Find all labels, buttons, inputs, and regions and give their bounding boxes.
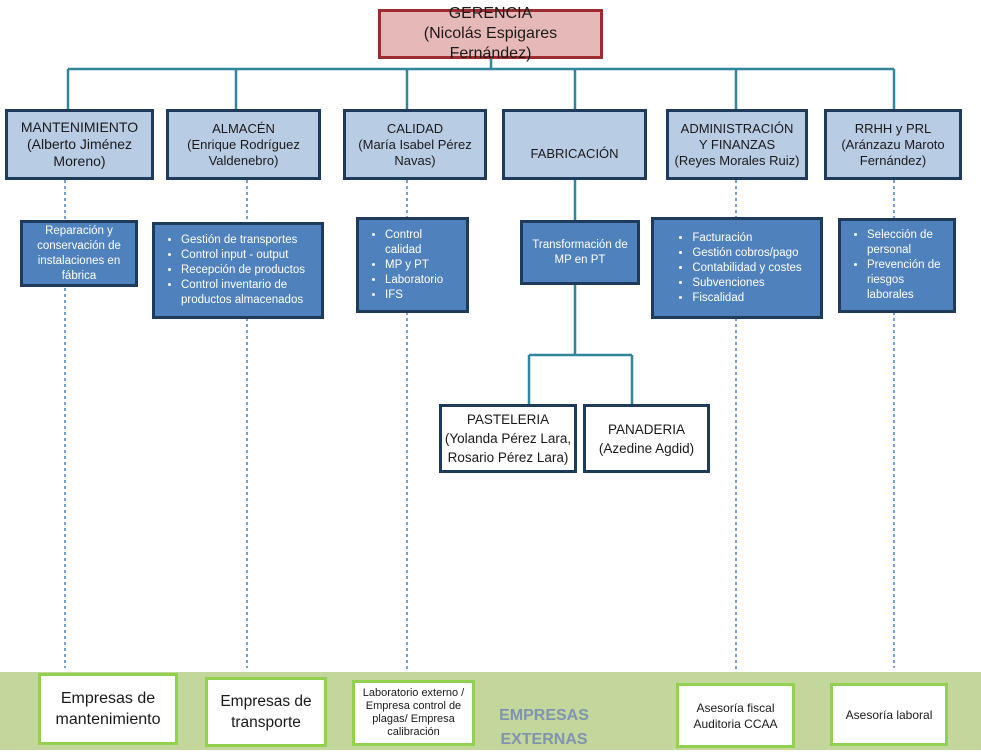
func-mantenimiento: Reparación y conservación de instalacion… — [20, 220, 138, 287]
func-item: Subvenciones — [692, 276, 801, 291]
func-list: Gestión de transportes Control input - o… — [155, 233, 321, 308]
func-item: IFS — [385, 288, 460, 303]
gerencia-title: GERENCIA — [448, 5, 533, 22]
dept-person: (Aránzazu Maroto — [841, 136, 945, 152]
func-item: Recepción de productos — [181, 263, 315, 278]
dept-person: Navas) — [394, 152, 436, 168]
sub-person: (Azedine Agdid) — [598, 440, 695, 456]
dept-person: (Reyes Morales Ruiz) — [674, 152, 800, 168]
func-item: Gestión cobros/pago — [692, 246, 801, 261]
dept-fabricacion: FABRICACIÓN — [502, 109, 647, 180]
ext-line: calibración — [387, 726, 440, 738]
gerencia-person: (Nicolás Espigares Fernández) — [423, 25, 558, 62]
func-list: Facturación Gestión cobros/pago Contabil… — [666, 231, 807, 306]
func-text: Reparación y conservación de instalacion… — [37, 224, 121, 282]
dept-name: ALMACÉN — [212, 120, 275, 136]
sub-panaderia: PANADERIA (Azedine Agdid) — [583, 404, 710, 473]
func-rrhh: Selección de personal Prevención de ries… — [838, 218, 956, 313]
dept-person: (Enrique Rodríguez — [187, 136, 300, 152]
func-administracion: Facturación Gestión cobros/pago Contabil… — [651, 217, 823, 319]
ext-line: Asesoría fiscal — [696, 700, 775, 715]
ext-line: Empresas de — [60, 690, 156, 707]
dept-almacen: ALMACÉN (Enrique Rodríguez Valdenebro) — [166, 109, 321, 180]
sub-pasteleria: PASTELERIA (Yolanda Pérez Lara, Rosario … — [439, 404, 577, 473]
sub-person: Rosario Pérez Lara) — [447, 450, 569, 465]
func-list: Control calidad MP y PT Laboratorio IFS — [359, 228, 466, 303]
external-laboratorio: Laboratorio externo / Empresa control de… — [352, 680, 475, 746]
func-item: Control input - output — [181, 248, 315, 263]
ext-line: Empresas de — [220, 693, 312, 710]
func-item: Prevención de riesgos laborales — [867, 258, 947, 303]
func-item: Contabilidad y costes — [692, 261, 801, 276]
func-item: Fiscalidad — [692, 291, 801, 306]
dept-person: (María Isabel Pérez — [358, 136, 472, 152]
dept-mantenimiento: MANTENIMIENTO (Alberto Jiménez Moreno) — [5, 109, 154, 180]
func-item: Selección de personal — [867, 228, 947, 258]
sub-name: PASTELERIA — [466, 412, 550, 427]
gerencia-box: GERENCIA (Nicolás Espigares Fernández) — [378, 5, 603, 62]
func-fabricacion: Transformación de MP en PT — [520, 220, 640, 285]
dept-administracion: ADMINISTRACIÓN Y FINANZAS (Reyes Morales… — [666, 109, 808, 180]
dept-name: CALIDAD — [386, 120, 444, 136]
func-almacen: Gestión de transportes Control input - o… — [152, 222, 324, 319]
dept-person: Moreno) — [53, 153, 106, 169]
ext-label-line: EMPRESAS — [499, 707, 589, 724]
dept-rrhh: RRHH y PRL (Aránzazu Maroto Fernández) — [824, 109, 962, 180]
func-calidad: Control calidad MP y PT Laboratorio IFS — [356, 217, 469, 313]
external-asesoria-laboral: Asesoría laboral — [830, 683, 948, 746]
func-item: Facturación — [692, 231, 801, 246]
ext-line: Empresa control de — [365, 700, 462, 712]
sub-name: PANADERIA — [607, 421, 686, 437]
external-label: EMPRESAS EXTERNAS — [474, 704, 614, 752]
ext-line: plagas/ Empresa — [372, 713, 455, 725]
external-transporte: Empresas de transporte — [205, 677, 327, 747]
ext-label-line: EXTERNAS — [500, 731, 588, 748]
func-item: Control calidad — [385, 228, 460, 258]
dept-person: Fernández) — [859, 152, 927, 168]
func-item: Gestión de transportes — [181, 233, 315, 248]
external-mantenimiento: Empresas de mantenimiento — [38, 673, 178, 745]
sub-person: (Yolanda Pérez Lara, — [444, 431, 572, 446]
dept-person: Valdenebro) — [208, 152, 279, 168]
dept-person: (Alberto Jiménez — [26, 136, 133, 152]
dept-name: FABRICACIÓN — [530, 145, 619, 161]
ext-line: mantenimiento — [55, 711, 161, 728]
func-item: MP y PT — [385, 258, 460, 273]
external-asesoria-fiscal: Asesoría fiscal Auditoria CCAA — [676, 683, 795, 748]
ext-line: transporte — [231, 714, 301, 731]
func-item: Laboratorio — [385, 273, 460, 288]
func-list: Selección de personal Prevención de ries… — [841, 228, 953, 303]
dept-name: RRHH y PRL — [854, 120, 932, 136]
dept-name: MANTENIMIENTO — [20, 119, 139, 135]
dept-calidad: CALIDAD (María Isabel Pérez Navas) — [343, 109, 487, 180]
ext-line: Asesoría laboral — [845, 707, 933, 722]
func-text: Transformación de MP en PT — [532, 238, 628, 266]
func-item: Control inventario de productos almacena… — [181, 278, 315, 308]
ext-line: Auditoria CCAA — [693, 716, 778, 731]
ext-line: Laboratorio externo / — [362, 687, 465, 699]
dept-name: ADMINISTRACIÓN Y FINANZAS — [680, 120, 794, 152]
